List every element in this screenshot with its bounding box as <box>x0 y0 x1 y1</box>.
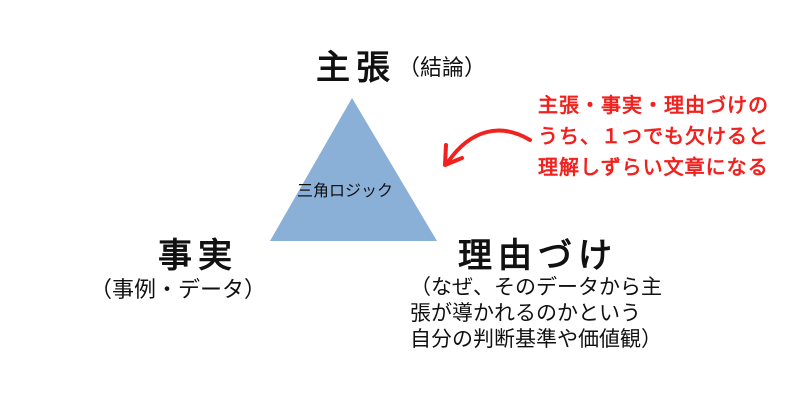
callout-arrow <box>446 128 532 164</box>
arrow-head-icon <box>443 143 464 167</box>
reason-note: （なぜ、そのデータから主 張が導かれるのかという 自分の判断基準や価値観） <box>410 274 662 352</box>
claim-title: 主張 <box>316 48 396 88</box>
reason-title: 理由づけ <box>458 236 618 276</box>
callout-line: うち、１つでも欠けると <box>538 124 769 148</box>
triangle-label: 三角ロジック <box>297 181 394 200</box>
callout-text: 主張・事実・理由づけの うち、１つでも欠けると 理解しずらい文章になる <box>538 90 769 183</box>
callout-line: 主張・事実・理由づけの <box>538 93 769 117</box>
reason-line: 自分の判断基準や価値観） <box>410 327 662 351</box>
callout-line: 理解しずらい文章になる <box>538 155 769 179</box>
reason-line: 張が導かれるのかという <box>410 301 641 325</box>
logic-triangle <box>270 98 437 241</box>
claim-note: （結論） <box>398 56 487 81</box>
fact-title: 事実 <box>158 236 238 276</box>
reason-line: （なぜ、そのデータから主 <box>410 275 662 299</box>
fact-note: （事例・データ） <box>90 278 267 303</box>
